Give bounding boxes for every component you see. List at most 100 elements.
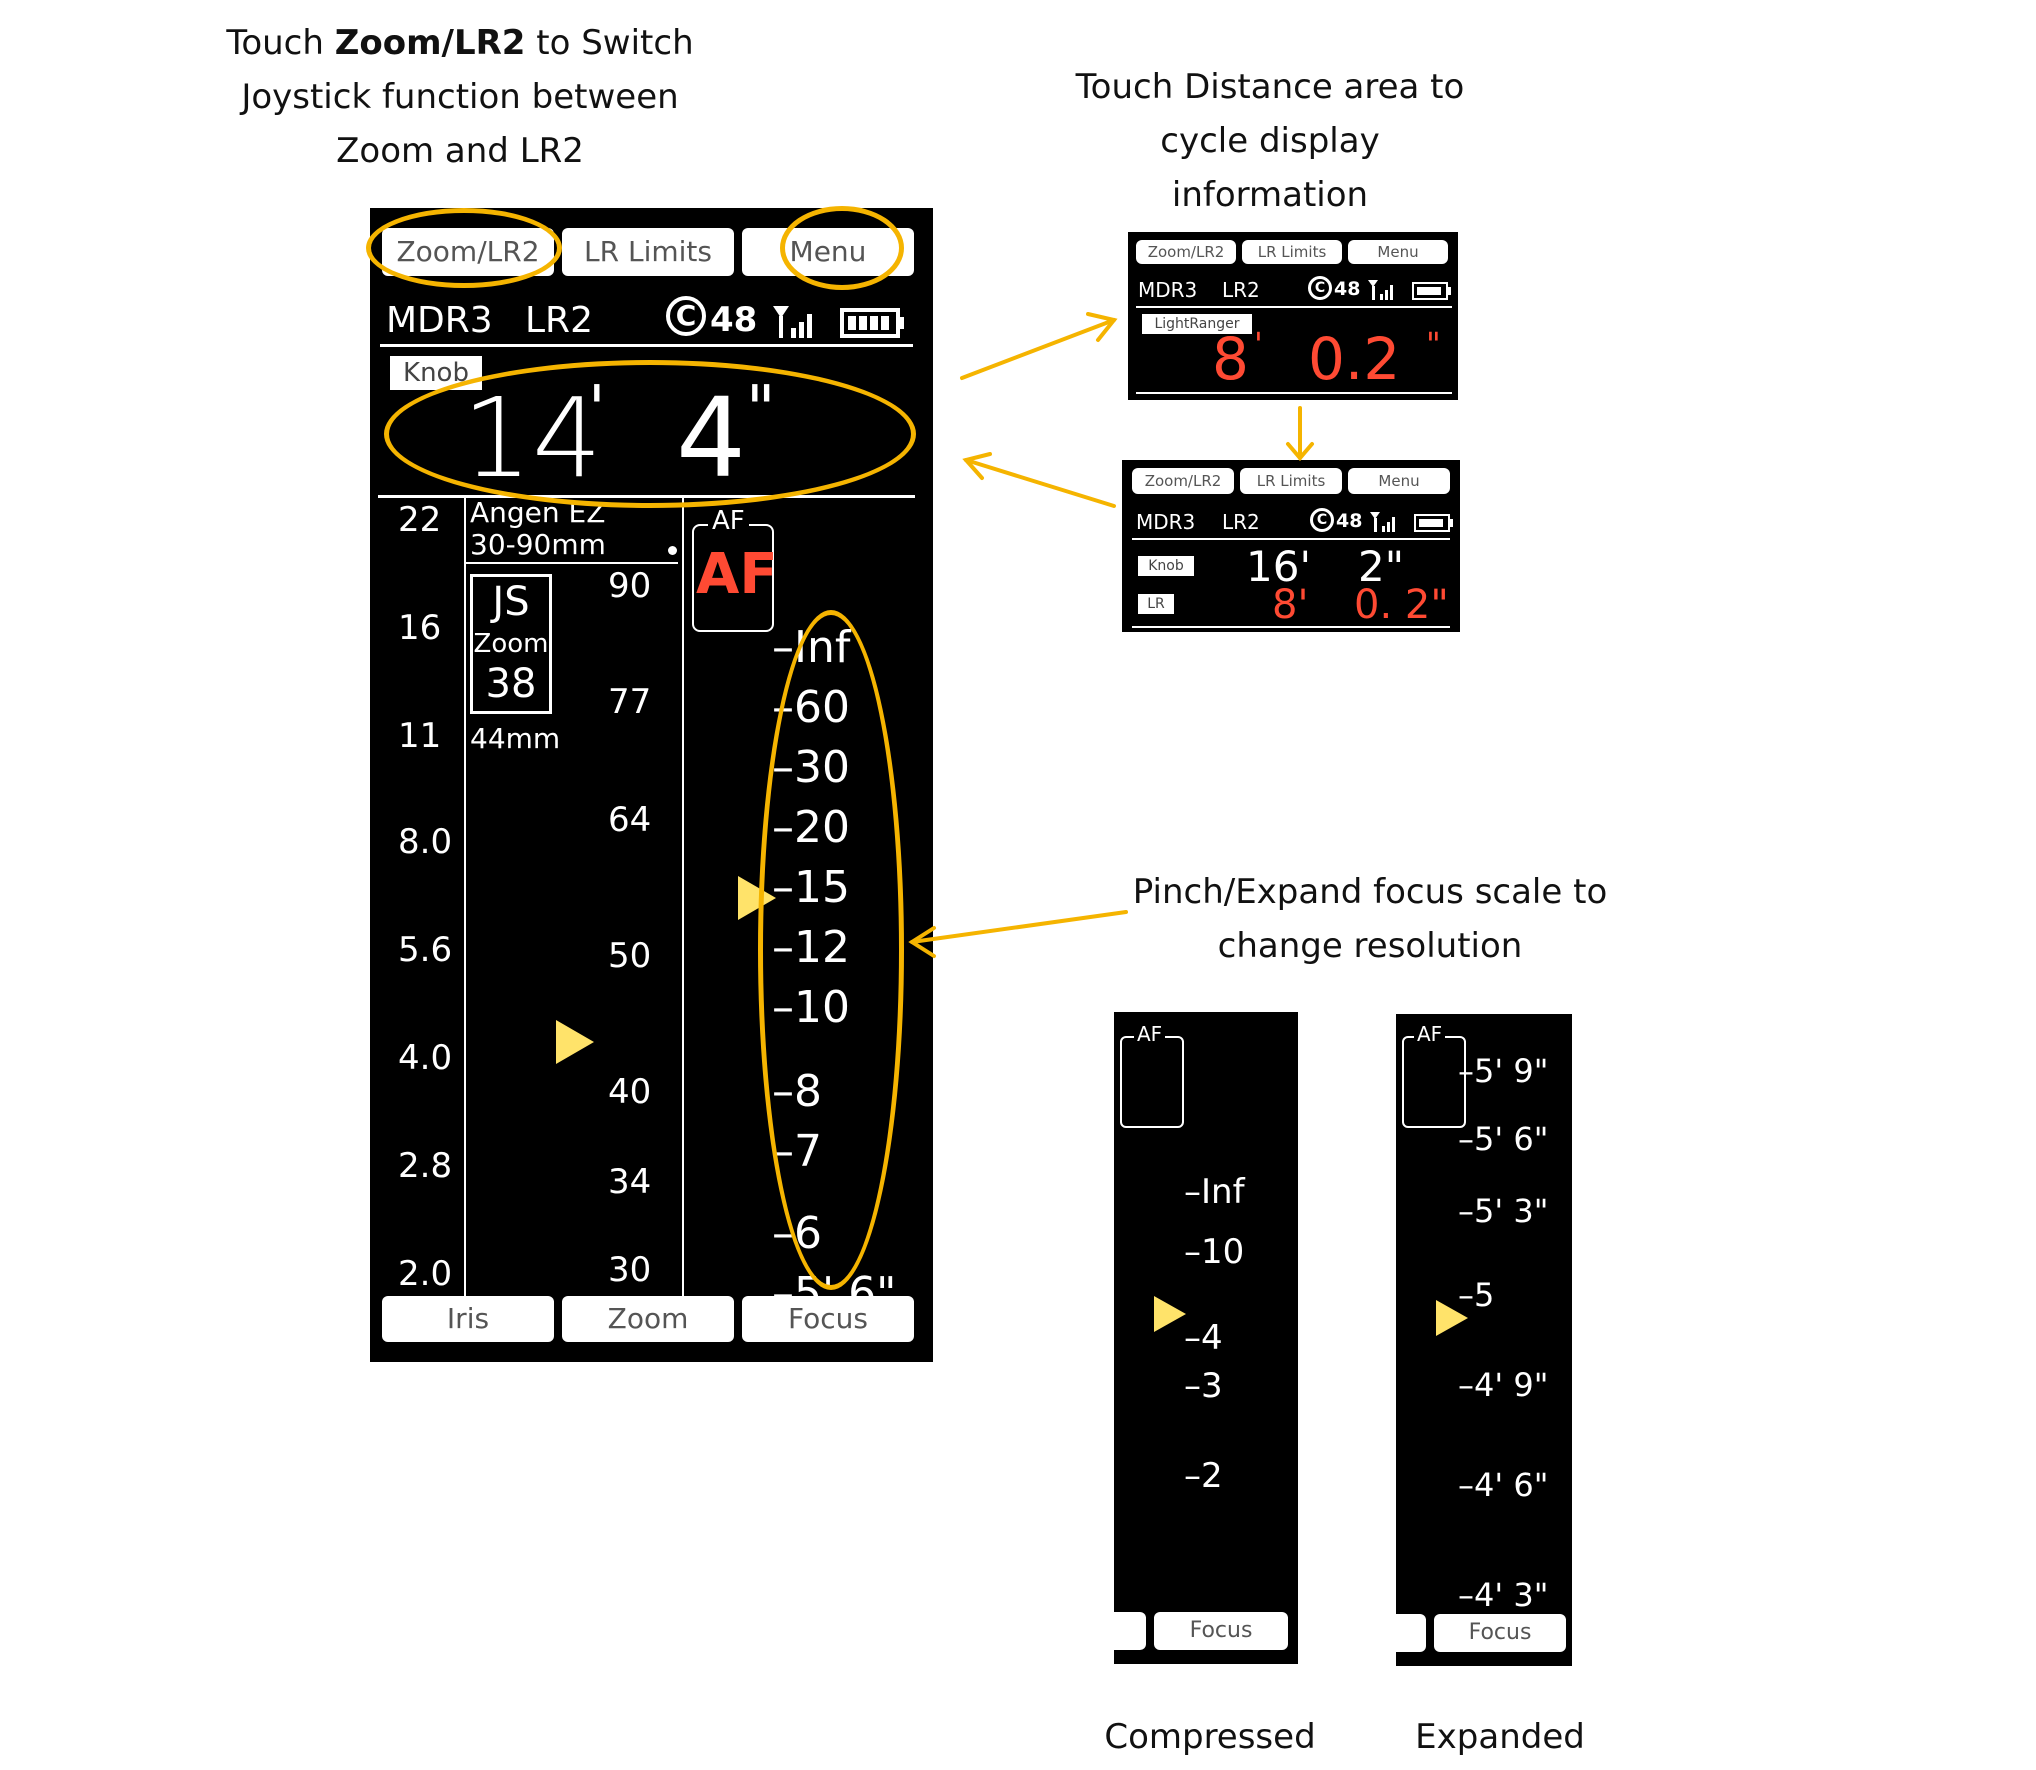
device-name: MDR3 xyxy=(386,300,493,341)
zoom-tick: 90 xyxy=(608,566,652,606)
af-frame-label: AF xyxy=(1134,1022,1166,1046)
js-value: 38 xyxy=(485,661,537,707)
lens-divider xyxy=(466,562,678,564)
focus-tick: –Inf xyxy=(1184,1172,1245,1212)
lr-distance-inches: 0. 2" xyxy=(1354,582,1449,628)
joystick-box[interactable]: JS Zoom 38 xyxy=(470,574,552,714)
focus-tick: –4' 6" xyxy=(1458,1466,1549,1504)
lr-limits-button[interactable]: LR Limits xyxy=(562,228,734,276)
panel-compressed: AF –Inf –10 –4 –3 –2 Focus xyxy=(1114,1012,1298,1664)
lens-range: 30-90mm xyxy=(470,528,606,561)
knob-distance-inches: 2" xyxy=(1358,542,1405,591)
af-frame-label: AF xyxy=(1414,1022,1446,1046)
device-name: MDR3 xyxy=(1136,510,1196,534)
focus-button[interactable]: Focus xyxy=(1154,1612,1288,1650)
distance-divider xyxy=(1132,626,1450,628)
highlight-menu-oval xyxy=(780,206,904,290)
caption-text: to Switch xyxy=(525,23,694,63)
zoom-tick: 50 xyxy=(608,936,652,976)
lens-dot xyxy=(668,546,677,555)
iris-tick: 4.0 xyxy=(398,1038,453,1078)
zoom-button[interactable] xyxy=(1396,1614,1426,1652)
iris-button[interactable]: Iris xyxy=(382,1296,554,1342)
focus-tick: –5' 9" xyxy=(1458,1052,1549,1090)
zoom-button[interactable]: Zoom xyxy=(562,1296,734,1342)
highlight-focus-scale-oval xyxy=(758,610,904,1290)
iris-tick: 5.6 xyxy=(398,930,453,970)
zoom-lr2-button[interactable]: Zoom/LR2 xyxy=(1132,468,1234,494)
focus-marker-icon xyxy=(1436,1300,1468,1336)
caption-compressed: Compressed xyxy=(1104,1717,1316,1757)
caption-text: Touch xyxy=(226,23,335,63)
iris-tick: 2.0 xyxy=(398,1254,453,1294)
iris-column-divider xyxy=(464,498,466,1298)
caption-line: information xyxy=(1171,175,1369,215)
distance-divider xyxy=(1136,392,1452,394)
status-divider xyxy=(380,344,913,347)
focus-tick: –4' 9" xyxy=(1458,1366,1549,1404)
caption-line: Zoom and LR2 xyxy=(336,131,584,171)
panel-knob-lr: Zoom/LR2 LR Limits Menu MDR3 LR2 C 48 Kn… xyxy=(1122,460,1460,632)
arrow-to-lightranger-panel xyxy=(960,318,1116,380)
device-mode: LR2 xyxy=(525,300,593,341)
channel-number: 48 xyxy=(710,300,758,340)
lr-limits-button[interactable]: LR Limits xyxy=(1240,468,1342,494)
arrow-to-focus-scale xyxy=(910,910,1128,944)
iris-tick: 16 xyxy=(398,608,442,648)
lr-limits-button[interactable]: LR Limits xyxy=(1242,240,1342,264)
iris-tick: 2.8 xyxy=(398,1146,453,1186)
lightranger-tag: LightRanger xyxy=(1142,314,1252,334)
panel-lightranger: Zoom/LR2 LR Limits Menu MDR3 LR2 C 48 Li… xyxy=(1128,232,1458,400)
channel-number: 48 xyxy=(1336,510,1363,532)
caption-line: Touch Distance area to xyxy=(1075,67,1465,107)
iris-tick: 8.0 xyxy=(398,822,453,862)
af-frame[interactable] xyxy=(1120,1036,1184,1128)
status-divider xyxy=(1132,538,1450,540)
copyright-c-icon: C xyxy=(1308,276,1332,300)
zoom-tick: 34 xyxy=(608,1162,652,1202)
foot-mark: ' xyxy=(1254,325,1263,363)
knob-tag: Knob xyxy=(1138,556,1194,576)
signal-icon xyxy=(1368,280,1398,300)
highlight-zoom-lr2-oval xyxy=(366,208,562,288)
lr-distance-inches: 0.2 xyxy=(1308,325,1401,393)
zoom-tick: 64 xyxy=(608,800,652,840)
focus-column-divider xyxy=(682,498,684,1298)
lr-tag: LR xyxy=(1138,594,1174,614)
caption-expanded: Expanded xyxy=(1415,1717,1585,1757)
battery-icon xyxy=(1414,514,1454,532)
focus-button[interactable]: Focus xyxy=(1434,1614,1566,1652)
knob-distance-feet: 16' xyxy=(1246,542,1311,591)
zoom-tick: 30 xyxy=(608,1250,652,1290)
zoom-tick: 77 xyxy=(608,682,652,722)
af-frame[interactable] xyxy=(1402,1036,1466,1128)
focus-button[interactable]: Focus xyxy=(742,1296,914,1342)
focus-tick: –5' 3" xyxy=(1458,1192,1549,1230)
panel-expanded: AF –5' 9" –5' 6" –5' 3" –5 –4' 9" –4' 6"… xyxy=(1396,1014,1572,1666)
signal-icon xyxy=(1370,512,1400,532)
arrow-back-to-main xyxy=(964,458,1116,508)
zoom-button[interactable] xyxy=(1114,1612,1146,1650)
af-indicator: AF xyxy=(696,542,778,607)
lr-distance-feet: 8 xyxy=(1212,325,1249,393)
device-name: MDR3 xyxy=(1138,278,1198,302)
highlight-distance-oval xyxy=(384,360,916,508)
inch-mark: " xyxy=(1426,325,1441,363)
caption-zoom-lr2: Touch Zoom/LR2 to Switch Joystick functi… xyxy=(220,16,700,178)
menu-button[interactable]: Menu xyxy=(1348,240,1448,264)
focal-length: 44mm xyxy=(470,722,561,755)
focus-tick: –5' 6" xyxy=(1458,1120,1549,1158)
focus-tick: –3 xyxy=(1184,1366,1223,1406)
iris-tick: 22 xyxy=(398,500,442,540)
focus-tick: –2 xyxy=(1184,1456,1223,1496)
focus-marker-icon xyxy=(1154,1296,1186,1332)
status-divider xyxy=(1136,306,1452,308)
battery-icon xyxy=(1412,282,1452,300)
zoom-marker-icon xyxy=(556,1020,594,1064)
af-frame-label: AF xyxy=(708,506,749,536)
focus-tick: –10 xyxy=(1184,1232,1245,1272)
menu-button[interactable]: Menu xyxy=(1348,468,1450,494)
zoom-lr2-button[interactable]: Zoom/LR2 xyxy=(1136,240,1236,264)
caption-line: Joystick function between xyxy=(241,77,679,117)
focus-tick: –4' 3" xyxy=(1458,1576,1549,1614)
